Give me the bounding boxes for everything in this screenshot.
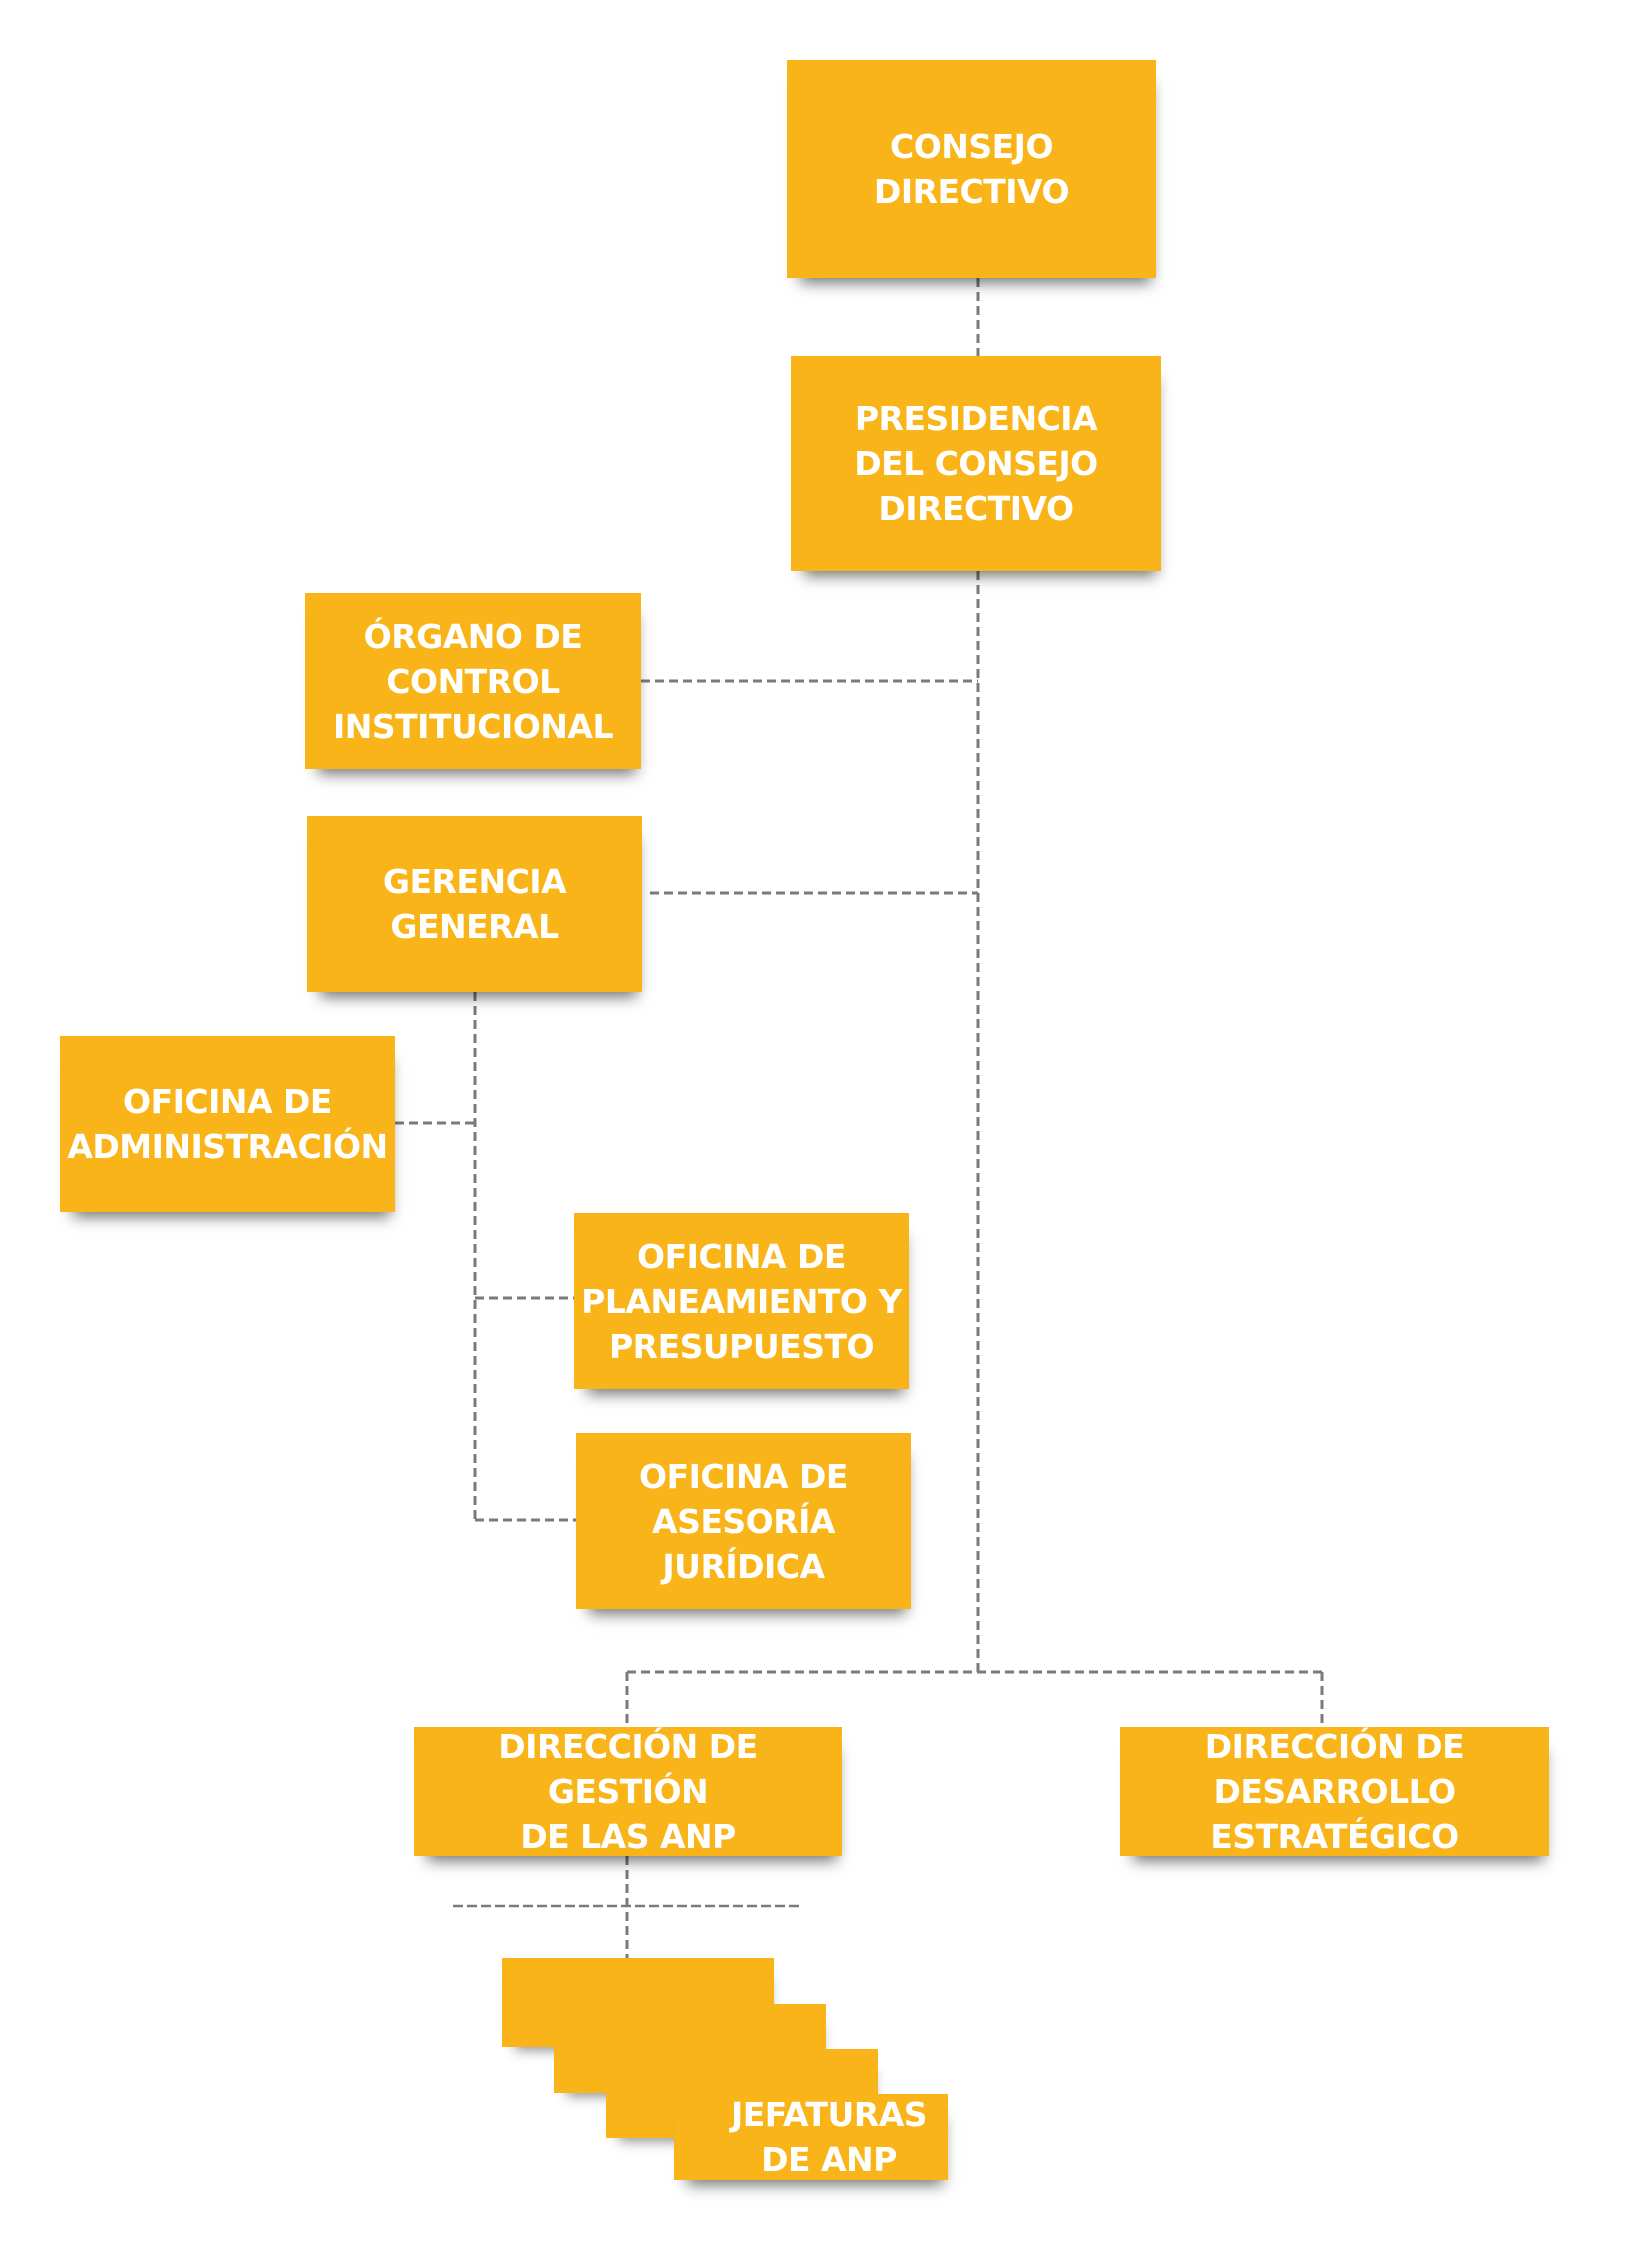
direccion-desarrollo-box: DIRECCIÓN DE DESARROLLO ESTRATÉGICO <box>1120 1727 1549 1856</box>
organo-control-label: ÓRGANO DE CONTROL INSTITUCIONAL <box>333 616 614 746</box>
presidencia-label: PRESIDENCIA DEL CONSEJO DIRECTIVO <box>854 399 1098 528</box>
jefaturas-anp-label: JEFATURAS DE ANP <box>730 2095 928 2179</box>
oficina-asesoria-label: OFICINA DE ASESORÍA JURÍDICA <box>639 1456 848 1586</box>
organo-control-box: ÓRGANO DE CONTROL INSTITUCIONAL <box>305 593 641 769</box>
direccion-gestion-anp-box: DIRECCIÓN DE GESTIÓN DE LAS ANP <box>414 1727 842 1856</box>
presidencia-box: PRESIDENCIA DEL CONSEJO DIRECTIVO <box>791 356 1161 571</box>
consejo-directivo-label: CONSEJO DIRECTIVO <box>873 127 1070 211</box>
jefaturas-anp-box: JEFATURAS DE ANP <box>674 2094 948 2180</box>
direccion-gestion-anp-label: DIRECCIÓN DE GESTIÓN DE LAS ANP <box>498 1727 758 1856</box>
oficina-asesoria-box: OFICINA DE ASESORÍA JURÍDICA <box>576 1433 911 1609</box>
oficina-planeamiento-label: OFICINA DE PLANEAMIENTO Y PRESUPUESTO <box>581 1236 902 1366</box>
oficina-planeamiento-box: OFICINA DE PLANEAMIENTO Y PRESUPUESTO <box>574 1213 909 1389</box>
gerencia-general-box: GERENCIA GENERAL <box>307 816 642 992</box>
gerencia-general-label: GERENCIA GENERAL <box>382 862 567 946</box>
oficina-administracion-label: OFICINA DE ADMINISTRACIÓN <box>67 1082 388 1166</box>
oficina-administracion-box: OFICINA DE ADMINISTRACIÓN <box>60 1036 395 1212</box>
consejo-directivo-box: CONSEJO DIRECTIVO <box>787 60 1156 278</box>
direccion-desarrollo-label: DIRECCIÓN DE DESARROLLO ESTRATÉGICO <box>1204 1727 1465 1856</box>
